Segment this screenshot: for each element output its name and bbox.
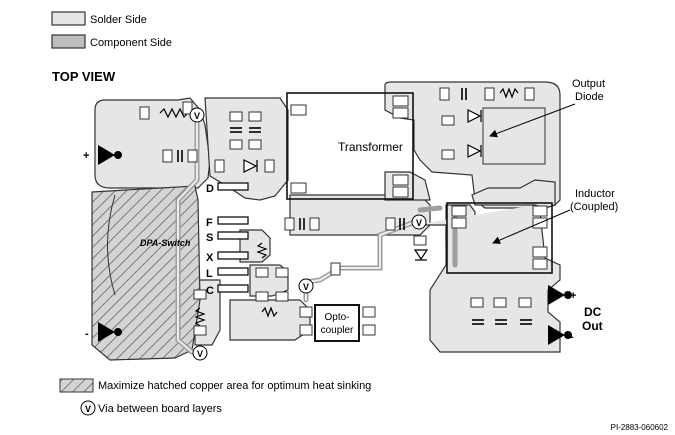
inductor-arrow bbox=[492, 209, 571, 244]
out-label: Out bbox=[582, 319, 603, 333]
via-2: V bbox=[411, 214, 427, 230]
dc-label: DC bbox=[584, 305, 602, 319]
vias: V V V V bbox=[189, 107, 427, 361]
heatsink-curve bbox=[107, 194, 116, 296]
output-diode-label-1: Output bbox=[572, 78, 605, 90]
legend-hatched-label: Maximize hatched copper area for optimum… bbox=[98, 380, 371, 392]
plus-right: + bbox=[570, 290, 576, 302]
optocoupler-label-2: coupler bbox=[321, 325, 354, 336]
pin-d: D bbox=[206, 183, 214, 195]
minus-left: - bbox=[85, 328, 89, 340]
svg-text:V: V bbox=[197, 349, 203, 359]
svg-text:V: V bbox=[194, 111, 200, 121]
terminals bbox=[98, 145, 572, 345]
output-diode-label-2: Diode bbox=[575, 91, 604, 103]
optocoupler-label-1: Opto- bbox=[324, 312, 349, 323]
transformer-label: Transformer bbox=[338, 140, 403, 154]
legend-component-label: Component Side bbox=[90, 37, 172, 49]
svg-text:V: V bbox=[303, 282, 309, 292]
optocoupler-pads bbox=[299, 306, 376, 336]
pin-labels: D F S X L C bbox=[206, 183, 214, 297]
capacitors bbox=[177, 88, 532, 325]
plus-left: + bbox=[83, 150, 89, 162]
diodes-small bbox=[243, 159, 429, 261]
legend-solder-label: Solder Side bbox=[90, 14, 147, 26]
dpa-switch-pins bbox=[217, 182, 249, 293]
view-title: TOP VIEW bbox=[52, 69, 116, 84]
pin-x: X bbox=[206, 252, 214, 264]
pin-s: S bbox=[206, 232, 213, 244]
minus-right: - bbox=[570, 331, 574, 343]
transformer-pads bbox=[290, 95, 409, 198]
solder-side-copper bbox=[94, 81, 561, 353]
output-diode-outline bbox=[482, 107, 546, 165]
resistors bbox=[159, 87, 519, 327]
legend-via-symbol: V bbox=[85, 404, 91, 414]
svg-text:V: V bbox=[416, 218, 422, 228]
via-3: V bbox=[298, 278, 314, 294]
output-diode-symbols bbox=[467, 109, 482, 158]
inductor-label-2: (Coupled) bbox=[570, 201, 618, 213]
dpa-switch-label: DPA-Switch bbox=[140, 238, 191, 248]
legend-via-label: Via between board layers bbox=[98, 403, 222, 415]
inductor-outline bbox=[446, 202, 553, 274]
via-4: V bbox=[192, 345, 208, 361]
legend-hatched: Maximize hatched copper area for optimum… bbox=[59, 378, 371, 393]
legend-via: V Via between board layers bbox=[80, 400, 222, 416]
part-number: PI-2883-060602 bbox=[611, 423, 669, 432]
legend-component: Component Side bbox=[51, 34, 172, 49]
pin-c: C bbox=[206, 285, 214, 297]
inductor-label-1: Inductor bbox=[575, 188, 615, 200]
pin-l: L bbox=[206, 268, 213, 280]
optocoupler-box bbox=[314, 304, 360, 342]
pin-f: F bbox=[206, 217, 213, 229]
transformer-outline bbox=[286, 92, 414, 200]
legend-solder: Solder Side bbox=[51, 11, 147, 26]
small-pads bbox=[139, 87, 535, 336]
via-1: V bbox=[189, 107, 205, 123]
output-diode-arrow bbox=[489, 103, 576, 138]
